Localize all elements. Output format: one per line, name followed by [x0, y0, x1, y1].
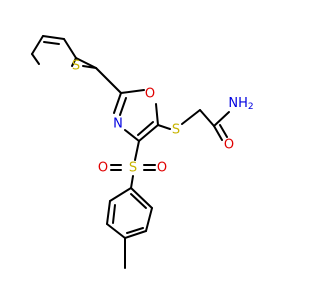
- bond: [130, 193, 147, 209]
- amide-nh-text: NH: [228, 96, 248, 111]
- bond: [106, 223, 126, 239]
- bond: [106, 200, 111, 225]
- bond: [126, 227, 144, 234]
- bond: [31, 35, 44, 55]
- bond: [120, 89, 145, 94]
- bond: [124, 129, 140, 142]
- bond: [42, 35, 65, 40]
- bond: [138, 124, 159, 142]
- bond: [137, 121, 154, 136]
- bond: [71, 57, 77, 67]
- sulfonyl-sulfur-label: S: [129, 161, 137, 176]
- bond: [95, 67, 122, 94]
- bond: [43, 41, 60, 45]
- oxazole-oxygen-label: O: [145, 87, 155, 102]
- bond: [155, 103, 159, 126]
- bond: [130, 175, 134, 189]
- bonds: [31, 35, 230, 269]
- bond: [181, 109, 201, 125]
- atom-labels: S O N S S O O O NH2: [72, 59, 254, 176]
- bond: [109, 187, 132, 202]
- bond: [199, 109, 215, 127]
- bond: [63, 38, 77, 59]
- bond: [134, 140, 140, 161]
- structure-svg: S O N S S O O O NH2: [31, 35, 254, 269]
- bond: [112, 204, 116, 224]
- bond: [219, 124, 228, 138]
- bond: [113, 92, 122, 114]
- bond: [213, 125, 223, 141]
- amide-oxygen-label: O: [224, 138, 234, 153]
- oxazole-nitrogen-label: N: [113, 117, 123, 132]
- thiophene-sulfur-label: S: [72, 59, 80, 74]
- molecule-diagram: S O N S S O O O NH2: [31, 35, 254, 269]
- sulfonyl-oxygen-right-label: O: [157, 161, 167, 176]
- bond: [124, 230, 147, 239]
- bond: [119, 97, 127, 116]
- amide-subscript: 2: [248, 102, 254, 112]
- bond: [145, 207, 153, 232]
- bond: [31, 53, 40, 65]
- amide-nitrogen-label: NH2: [228, 96, 253, 113]
- thioether-sulfur-label: S: [172, 123, 180, 138]
- sulfonyl-oxygen-left-label: O: [98, 161, 108, 176]
- bond: [75, 57, 97, 69]
- bond: [213, 111, 230, 127]
- bond: [157, 124, 171, 130]
- bond: [130, 187, 153, 209]
